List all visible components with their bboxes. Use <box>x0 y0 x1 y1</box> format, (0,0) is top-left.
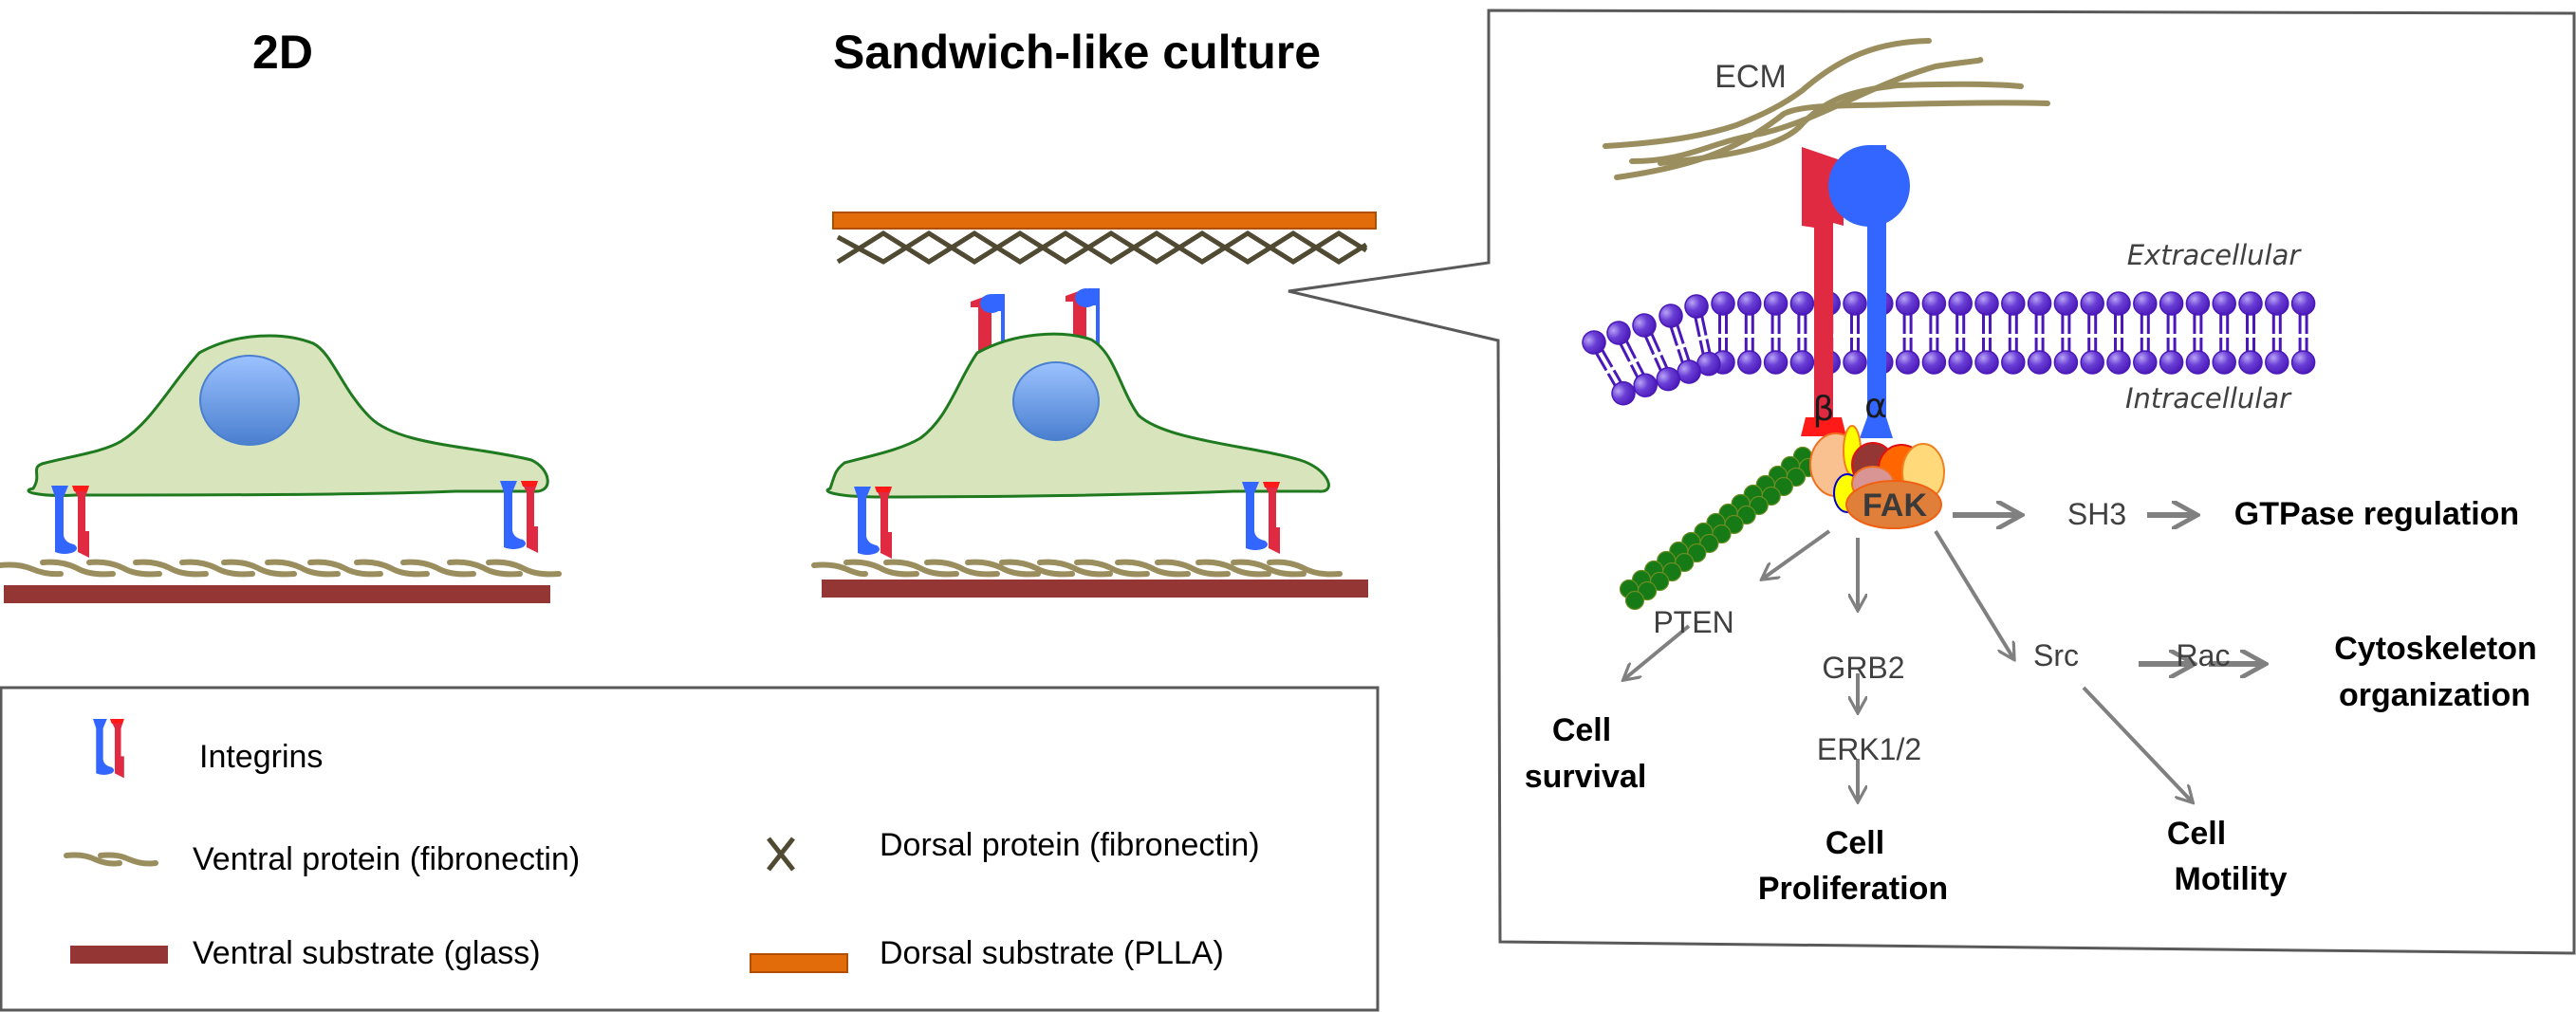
fak-label: FAK <box>1863 488 1927 524</box>
ventral-protein-2d <box>0 562 559 575</box>
legend: Integrins Ventral protein (fibronectin) … <box>0 686 1380 1012</box>
arrow-fak-src <box>1934 529 2013 658</box>
dorsal-protein <box>836 230 1368 265</box>
panel-sandwich-title: Sandwich-like culture <box>833 26 1321 79</box>
actin-monomer <box>1624 590 1645 611</box>
dorsal-protein-icon <box>767 837 795 872</box>
lipid <box>1737 291 1762 375</box>
panel-sandwich: Sandwich-like culture <box>811 26 1377 598</box>
lipid <box>2027 291 2052 375</box>
lipid <box>2238 291 2263 375</box>
outcome-survival-line2: survival <box>1525 759 1647 795</box>
dorsal-substrate <box>832 212 1377 230</box>
beta-label: β <box>1813 390 1835 429</box>
lipid <box>2080 291 2104 375</box>
ecm-fibers <box>1603 38 2050 180</box>
ventral-substrate-icon <box>70 946 168 964</box>
lipid <box>1789 291 1815 375</box>
lipid <box>2053 291 2079 375</box>
legend-item-integrins: Integrins <box>93 719 323 779</box>
fak-protein <box>1845 480 1942 529</box>
zoom-callout-frame <box>1288 9 2576 955</box>
ecm-label: ECM <box>1714 59 1787 95</box>
legend-label-ventral-substrate: Ventral substrate (glass) <box>193 935 541 971</box>
alpha-label: α <box>1864 387 1887 426</box>
outcome-proliferation-line2: Proliferation <box>1758 871 1948 907</box>
actin-filament <box>1619 446 1819 611</box>
lipid <box>2265 291 2289 375</box>
node-pten: PTEN <box>1653 605 1733 639</box>
outcome-survival-line1: Cell <box>1552 712 1611 748</box>
outcome-cytoskeleton-line1: Cytoskeleton <box>2334 631 2537 667</box>
outcome-proliferation-line1: Cell <box>1825 825 1884 861</box>
outcome-motility-line2: Motility <box>2175 861 2288 897</box>
lipid <box>1895 291 1920 375</box>
legend-label-dorsal-protein: Dorsal protein (fibronectin) <box>880 827 1260 863</box>
lipid <box>2159 291 2184 375</box>
panel-2d: 2D <box>0 26 559 603</box>
integrin-alpha-subunit <box>1860 145 1893 438</box>
lipid <box>2001 291 2026 375</box>
focal-adhesion-complex: FAK <box>1809 425 1945 529</box>
arrow-pten-survival <box>1624 624 1691 679</box>
node-rac: Rac <box>2177 638 2231 672</box>
outcome-motility-line1: Cell <box>2167 816 2226 852</box>
ventral-protein-icon <box>64 852 122 867</box>
intracellular-label: Intracellular <box>2125 382 2292 414</box>
panel-2d-title: 2D <box>252 26 313 79</box>
lipid <box>2106 291 2131 375</box>
outcome-cytoskeleton-line2: organization <box>2339 677 2530 713</box>
integrin-heterodimer: β α <box>1801 145 1910 438</box>
lipid <box>2212 291 2236 375</box>
integrin-icon <box>93 719 124 779</box>
node-erk: ERK1/2 <box>1817 732 1921 766</box>
ventral-protein-sandwich <box>811 562 1340 575</box>
node-grb2: GRB2 <box>1822 651 1904 685</box>
lipid <box>1974 291 1999 375</box>
legend-item-dorsal-protein: Dorsal protein (fibronectin) <box>767 827 1260 872</box>
signaling-panel: ECM Extracellular Intracellular β α <box>1525 38 2537 907</box>
lipid <box>2290 291 2316 375</box>
nucleus-sandwich <box>1012 361 1100 441</box>
legend-item-ventral-substrate: Ventral substrate (glass) <box>70 935 541 971</box>
arrow-fak-pten <box>1763 529 1831 579</box>
signaling-arrows <box>1624 515 2263 801</box>
ventral-substrate-2d <box>4 585 550 603</box>
legend-frame <box>0 686 1380 1012</box>
dorsal-substrate-icon <box>750 953 848 973</box>
legend-label-dorsal-substrate: Dorsal substrate (PLLA) <box>880 935 1224 971</box>
lipid <box>2185 291 2211 375</box>
arrow-src-motility <box>2082 686 2192 801</box>
legend-label-ventral-protein: Ventral protein (fibronectin) <box>193 841 580 877</box>
extracellular-label: Extracellular <box>2127 239 2303 271</box>
lipid <box>1921 291 1947 375</box>
nucleus-2d <box>199 355 300 446</box>
ventral-substrate-sandwich <box>822 580 1368 598</box>
outcome-gtpase-regulation: GTPase regulation <box>2234 496 2519 532</box>
node-src: Src <box>2033 638 2079 672</box>
lipid <box>2133 291 2158 375</box>
lipid <box>1763 291 1788 375</box>
legend-label-integrins: Integrins <box>199 739 323 775</box>
legend-item-ventral-protein: Ventral protein (fibronectin) <box>64 841 580 877</box>
lipid <box>1948 291 1973 375</box>
lipid <box>1843 291 1867 375</box>
integrin-beta-subunit <box>1802 147 1844 436</box>
legend-item-dorsal-substrate: Dorsal substrate (PLLA) <box>750 935 1224 973</box>
node-sh3: SH3 <box>2067 497 2126 531</box>
